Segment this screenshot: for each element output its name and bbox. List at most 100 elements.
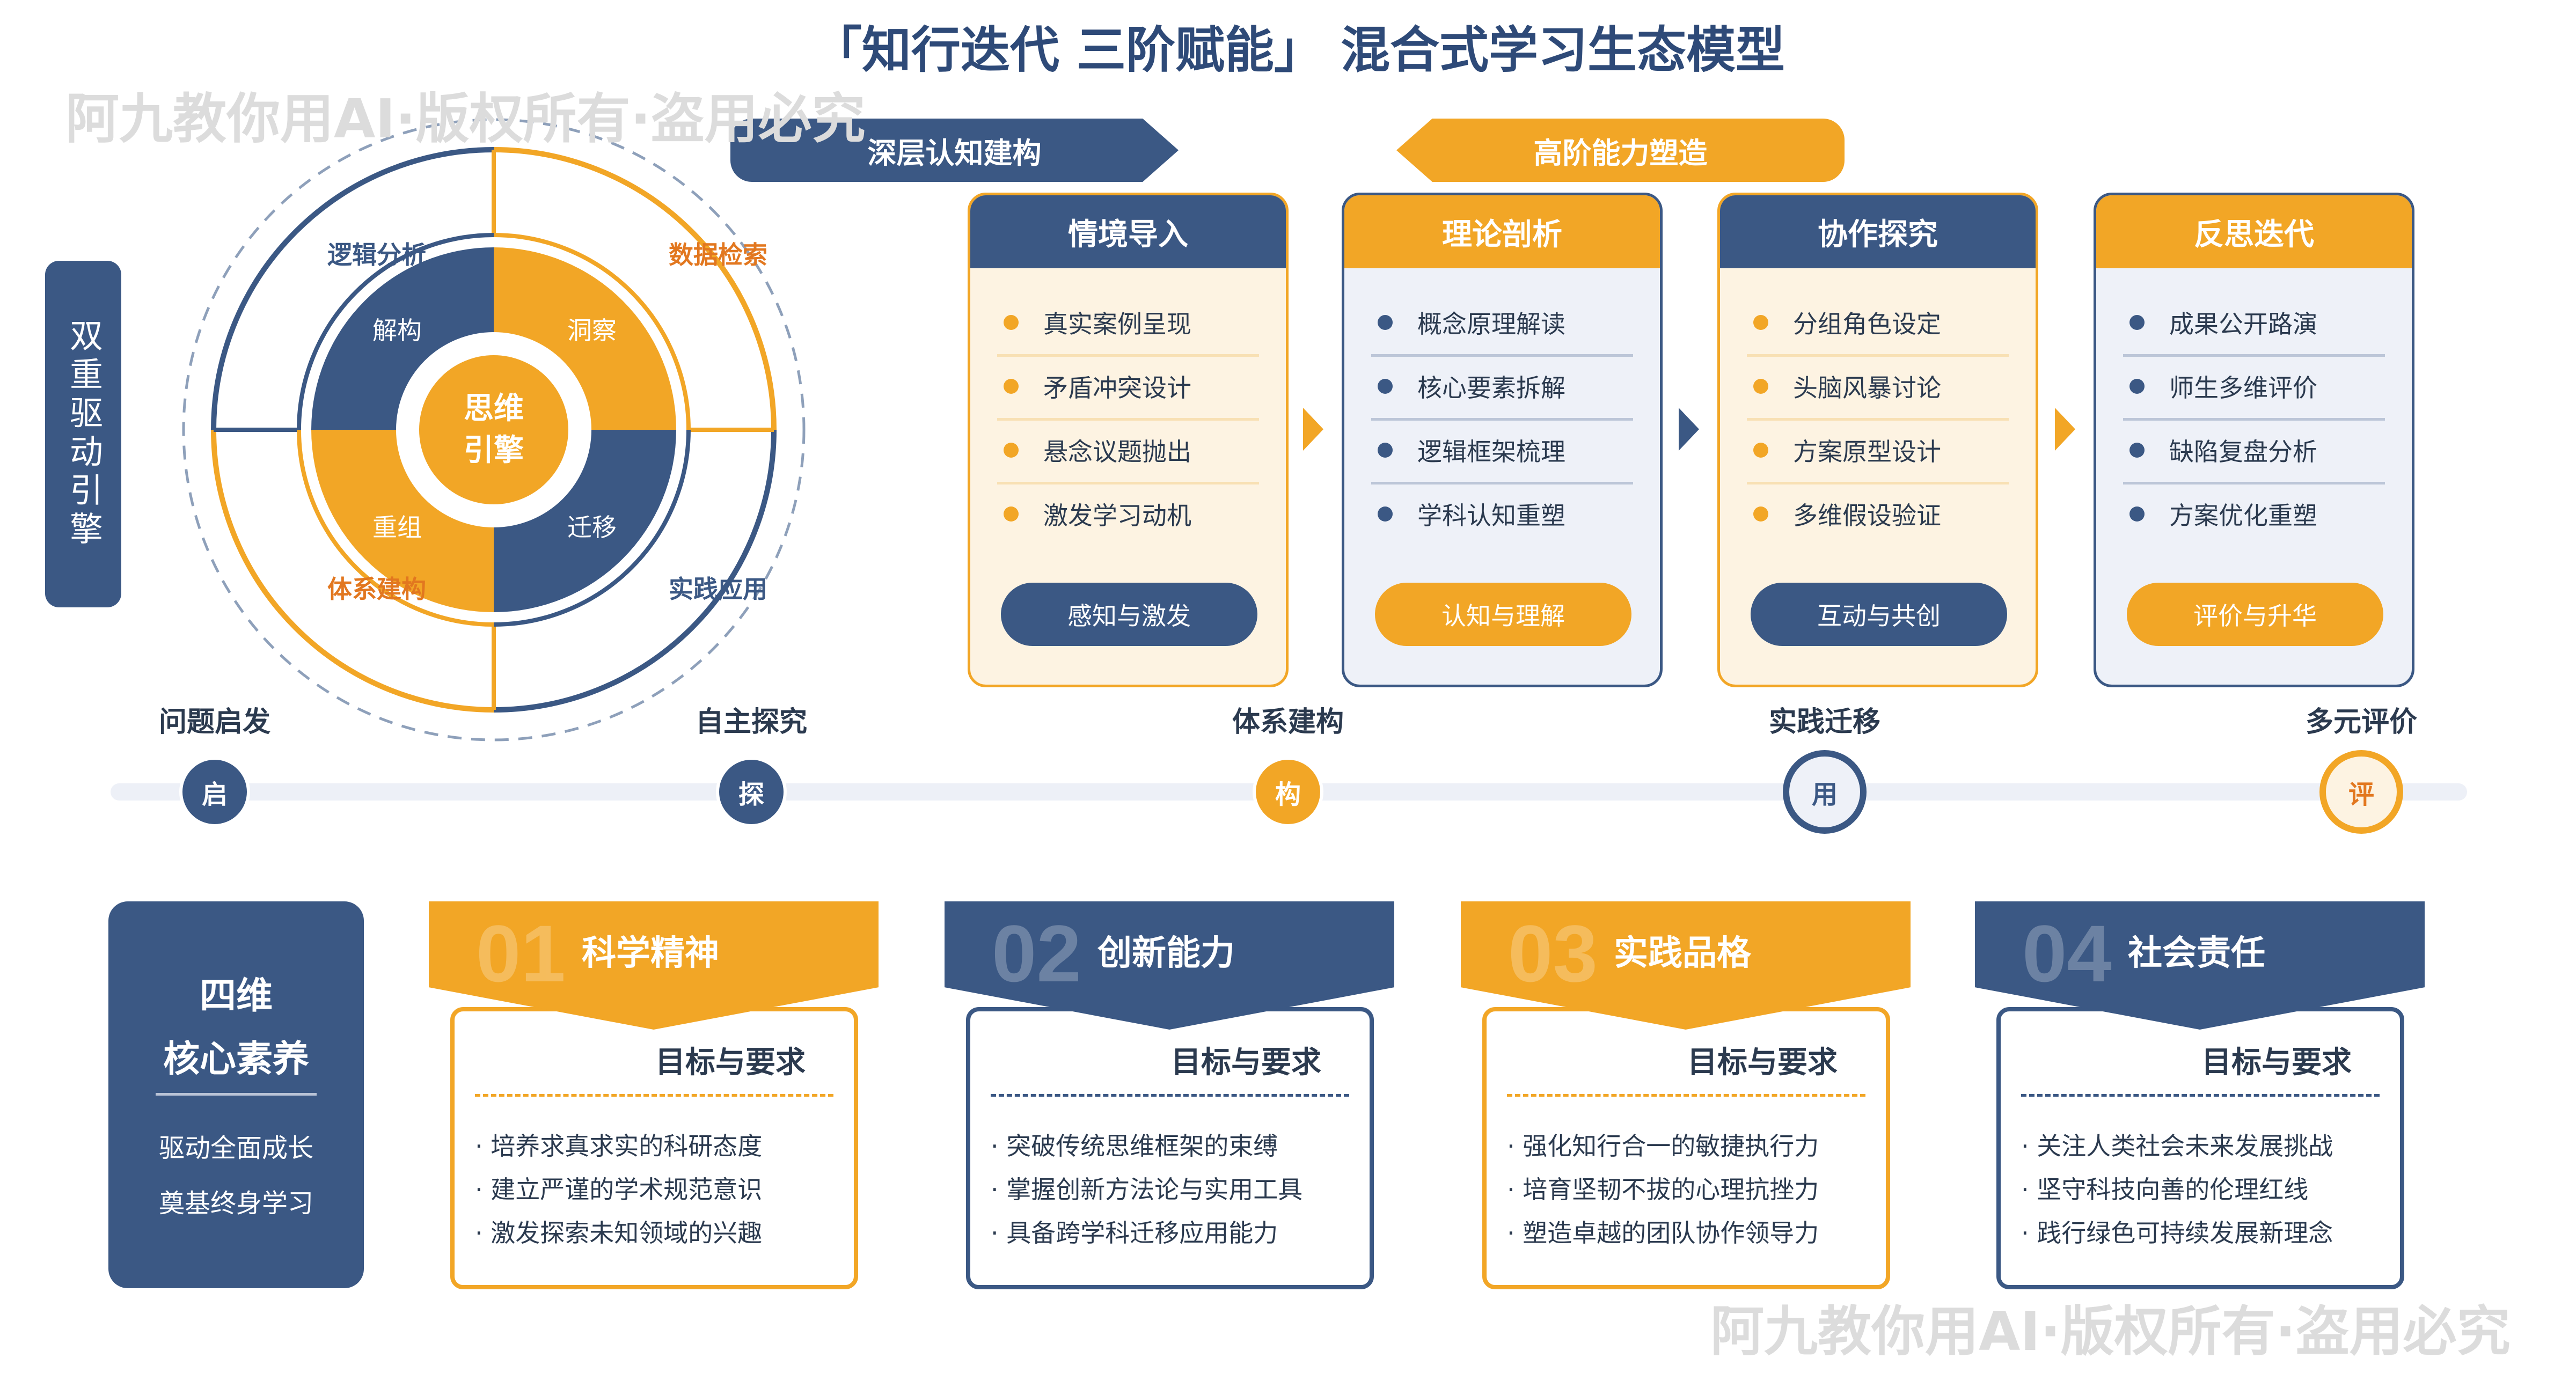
list-item: 头脑风暴讨论 <box>1747 354 2009 421</box>
goal-item: · 培育坚韧不拔的心理抗挫力 <box>1507 1175 1819 1204</box>
goal-item: · 践行绿色可持续发展新理念 <box>2021 1218 2333 1247</box>
dimension-number-1: 01 <box>476 908 566 998</box>
quadrant-label-transfer: 迁移 <box>567 513 617 542</box>
quadrant-label-insight: 洞察 <box>567 316 617 345</box>
bullet-icon <box>1004 506 1019 522</box>
list-item: 概念原理解读 <box>1371 290 1633 357</box>
bullet-icon <box>1753 442 1768 458</box>
stage-card-3-title: 协作探究 <box>1720 195 2036 268</box>
bullet-icon <box>1378 314 1393 330</box>
list-item: 缺陷复盘分析 <box>2123 418 2385 484</box>
goal-card-2: 目标与要求 · 突破传统思维框架的束缚 · 掌握创新方法论与实用工具 · 具备跨… <box>966 1007 1374 1289</box>
list-item-text: 缺陷复盘分析 <box>2169 437 2317 466</box>
banner-deep-cognition: 深层认知建构 <box>730 119 1179 182</box>
list-item-text: 核心要素拆解 <box>1417 373 1565 402</box>
ring-label-data-retrieval: 数据检索 <box>669 240 767 269</box>
list-item-text: 学科认知重塑 <box>1417 501 1565 530</box>
dimension-number-3: 03 <box>1508 908 1598 998</box>
list-item-text: 多维假设验证 <box>1793 501 1941 530</box>
bullet-icon <box>2129 314 2145 330</box>
goal-item: · 突破传统思维框架的束缚 <box>991 1132 1278 1161</box>
dimension-number-2: 02 <box>992 908 1081 998</box>
list-item-text: 概念原理解读 <box>1417 309 1565 339</box>
bullet-icon <box>1753 506 1768 522</box>
timeline-label-3: 体系建构 <box>1232 706 1344 738</box>
bullet-icon <box>2129 442 2145 458</box>
stage-card-4-title: 反思迭代 <box>2096 195 2412 268</box>
list-item-text: 逻辑框架梳理 <box>1417 437 1565 466</box>
goal-card-4: 目标与要求 · 关注人类社会未来发展挑战 · 坚守科技向善的伦理红线 · 践行绿… <box>1996 1007 2404 1289</box>
stage-card-4-pill: 评价与升华 <box>2127 583 2383 646</box>
goal-item: · 坚守科技向善的伦理红线 <box>2021 1175 2309 1204</box>
core-literacy-sub1: 驱动全面成长 <box>158 1133 313 1163</box>
dimension-name-4: 社会责任 <box>2128 934 2265 973</box>
list-item: 激发学习动机 <box>997 482 1259 546</box>
bullet-icon <box>1378 378 1393 394</box>
timeline-node-explore: 探 <box>716 757 787 827</box>
goal-card-4-title: 目标与要求 <box>2201 1045 2352 1080</box>
bullet-icon <box>1004 442 1019 458</box>
list-item: 方案原型设计 <box>1747 418 2009 484</box>
arrow-right-icon <box>1679 408 1699 451</box>
page-title: 「知行迭代 三阶赋能」 混合式学习生态模型 <box>812 21 1785 79</box>
dimension-name-1: 科学精神 <box>582 934 719 973</box>
list-item: 真实案例呈现 <box>997 290 1259 357</box>
dashed-divider <box>2021 1094 2380 1097</box>
goal-item: · 强化知行合一的敏捷执行力 <box>1507 1132 1819 1161</box>
stage-card-4: 反思迭代 成果公开路演 师生多维评价 缺陷复盘分析 方案优化重塑 评价与升华 <box>2094 193 2414 687</box>
list-item: 分组角色设定 <box>1747 290 2009 357</box>
timeline-node-construct: 构 <box>1253 757 1323 827</box>
engine-core-label: 思维 引擎 <box>429 386 558 473</box>
bullet-icon <box>1378 442 1393 458</box>
stage-card-2: 理论剖析 概念原理解读 核心要素拆解 逻辑框架梳理 学科认知重塑 认知与理解 <box>1342 193 1663 687</box>
list-item: 方案优化重塑 <box>2123 482 2385 546</box>
bullet-icon <box>1753 314 1768 330</box>
dashed-orbit <box>182 118 806 741</box>
arrow-right-icon <box>2055 408 2075 451</box>
list-item-text: 矛盾冲突设计 <box>1043 373 1191 402</box>
banner-high-order-ability-label: 高阶能力塑造 <box>1533 136 1708 170</box>
timeline-node-evaluate: 评 <box>2319 750 2403 834</box>
bullet-icon <box>1004 314 1019 330</box>
goal-item: · 具备跨学科迁移应用能力 <box>991 1218 1278 1247</box>
core-literacy-sub2: 奠基终身学习 <box>158 1188 313 1218</box>
timeline-label-2: 自主探究 <box>695 706 807 738</box>
list-item-text: 头脑风暴讨论 <box>1793 373 1941 402</box>
stage-card-1-pill: 感知与激发 <box>1001 583 1257 646</box>
watermark-bottom: 阿九教你用AI·版权所有·盗用必究 <box>1710 1300 2511 1363</box>
core-literacy-divider <box>156 1093 317 1096</box>
ring-label-logic-analysis: 逻辑分析 <box>327 240 426 269</box>
list-item: 师生多维评价 <box>2123 354 2385 421</box>
timeline-label-4: 实践迁移 <box>1768 706 1880 738</box>
goal-item: · 培养求真求实的科研态度 <box>475 1132 763 1161</box>
engine-core-line1: 思维 <box>464 391 524 426</box>
dashed-divider <box>1507 1094 1865 1097</box>
list-item: 学科认知重塑 <box>1371 482 1633 546</box>
list-item: 矛盾冲突设计 <box>997 354 1259 421</box>
goal-item: · 激发探索未知领域的兴趣 <box>475 1218 763 1247</box>
list-item: 多维假设验证 <box>1747 482 2009 546</box>
core-literacy-title-line1: 四维 <box>199 975 273 1017</box>
goal-item: · 关注人类社会未来发展挑战 <box>2021 1132 2333 1161</box>
goal-card-1-title: 目标与要求 <box>655 1045 806 1080</box>
goal-card-3: 目标与要求 · 强化知行合一的敏捷执行力 · 培育坚韧不拔的心理抗挫力 · 塑造… <box>1482 1007 1890 1289</box>
bullet-icon <box>1004 378 1019 394</box>
dual-engine-label: 双重驱动引擎 <box>45 261 121 607</box>
list-item-text: 成果公开路演 <box>2169 309 2317 339</box>
goal-card-2-title: 目标与要求 <box>1171 1045 1321 1080</box>
goal-item: · 掌握创新方法论与实用工具 <box>991 1175 1303 1204</box>
stage-card-2-title: 理论剖析 <box>1344 195 1660 268</box>
bullet-icon <box>2129 378 2145 394</box>
arrow-right-icon <box>1303 408 1323 451</box>
dimension-name-2: 创新能力 <box>1097 934 1235 973</box>
list-item-text: 方案原型设计 <box>1793 437 1941 466</box>
goal-card-1: 目标与要求 · 培养求真求实的科研态度 · 建立严谨的学术规范意识 · 激发探索… <box>450 1007 858 1289</box>
stage-card-1-title: 情境导入 <box>970 195 1286 268</box>
stage-card-1: 情境导入 真实案例呈现 矛盾冲突设计 悬念议题抛出 激发学习动机 感知与激发 <box>968 193 1289 687</box>
timeline-label-5: 多元评价 <box>2305 706 2417 738</box>
stage-card-3-pill: 互动与共创 <box>1751 583 2007 646</box>
bullet-icon <box>1753 378 1768 394</box>
list-item-text: 分组角色设定 <box>1793 309 1941 339</box>
ring-label-practice-apply: 实践应用 <box>669 575 767 604</box>
list-item-text: 方案优化重塑 <box>2169 501 2317 530</box>
